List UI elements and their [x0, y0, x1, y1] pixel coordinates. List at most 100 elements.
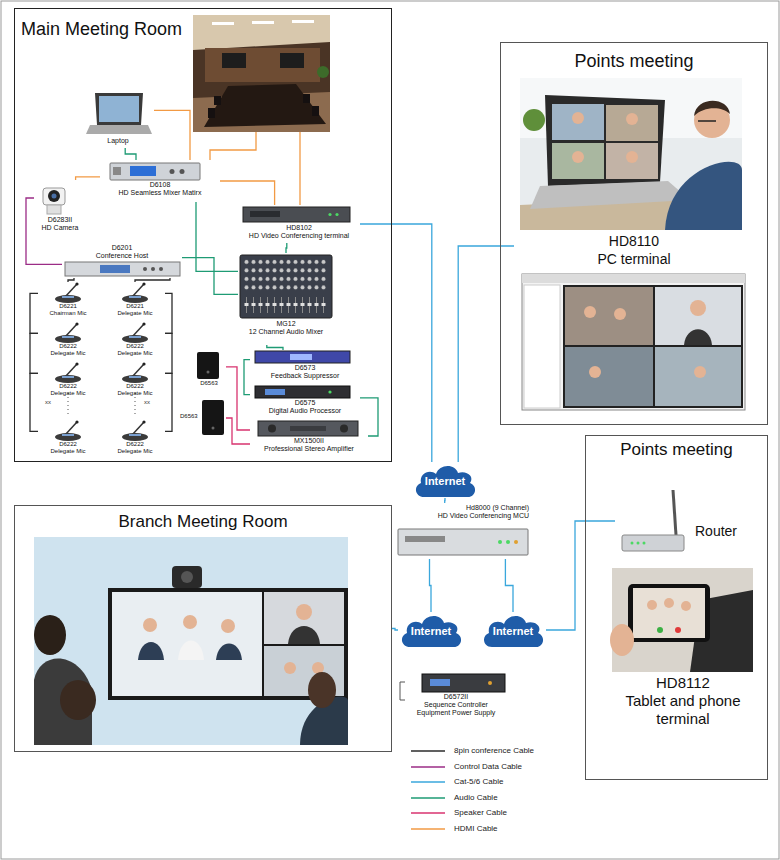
speaker-node: D6563: [180, 398, 226, 438]
audio-mixer-node: MG1212 Channel Audio Mixer: [238, 253, 334, 345]
cloud-label: Internet: [425, 475, 465, 488]
mcu-device-part: [498, 540, 502, 544]
audio-mixer-device: [240, 255, 332, 318]
speaker-icons-part: [212, 427, 215, 430]
label-group: Points meeting: [501, 51, 767, 72]
video-terminal-device-part: [328, 213, 331, 216]
cable-line: [30, 293, 38, 333]
conference-host-device-part: [143, 267, 147, 271]
room-photo-part: [208, 108, 215, 118]
sequence-controller-device-part: [488, 681, 492, 685]
pc-call-photo-part: [665, 162, 742, 230]
branch-room-picture-part: [34, 615, 66, 655]
device-label: D6221: [59, 303, 77, 310]
mcu-node: Hd8000 (9 Channel)HD Video Conferencing …: [395, 503, 533, 559]
label-group: D6222Delegate Mic: [105, 383, 165, 397]
cable-line: [546, 521, 615, 630]
device-label: Delegate Mic: [117, 448, 152, 455]
device-label: D6572II: [444, 693, 469, 701]
cable-line: [154, 110, 190, 160]
legend-line: [410, 763, 446, 771]
speaker-icons-part: [207, 371, 210, 374]
room-photo-part: [317, 66, 329, 78]
microphone-icons-part: [55, 282, 81, 303]
video-terminal-device-part: [243, 207, 350, 222]
audio-mixer-device-part: [240, 255, 332, 318]
room-photo-part: [193, 15, 330, 50]
internet-cloud: Internet: [480, 612, 546, 648]
audio-processor-device: [255, 386, 350, 398]
branch-room-picture-part: [284, 662, 296, 674]
cable-line: [226, 367, 250, 430]
label-group: MX1500IIProfessional Stereo Amplifier: [250, 437, 368, 453]
device-label: Conference Host: [96, 252, 149, 260]
video-terminal-node: HD8102HD Video Conferencing terminal: [238, 205, 360, 243]
pc-software-screenshot-part: [614, 308, 626, 320]
pc-software-screenshot-part: [565, 287, 653, 345]
camera-device: [43, 188, 65, 214]
branch-room-picture-part: [288, 626, 320, 644]
cable-line: [458, 246, 514, 462]
pc-call-photo-part: [572, 151, 584, 163]
amplifier-device: [258, 421, 358, 436]
branch-room-picture-part: [216, 644, 242, 661]
branch-room-picture-part: [138, 642, 164, 660]
amplifier-device-part: [340, 425, 348, 433]
label-group: Router: [695, 523, 753, 540]
pc-call-photo: [520, 78, 742, 230]
mcu-device-part: [398, 529, 528, 555]
pc-software-screenshot-part: [694, 366, 706, 378]
laptop-icon-part: [86, 125, 152, 134]
legend-line: [411, 812, 445, 814]
branch-room-picture-part: [308, 672, 336, 708]
device-label: Feedback Suppressor: [271, 372, 339, 380]
legend-line: [410, 825, 446, 833]
room-photo-part: [204, 84, 326, 127]
pc-call-photo-part: [552, 104, 604, 140]
feedback-suppressor-device: [255, 351, 350, 363]
label-group: Main Meeting Room: [21, 19, 241, 40]
device-label: Delegate Mic: [50, 448, 85, 455]
microphone-icons-part: [55, 420, 81, 441]
microphone-icons-part: [135, 393, 136, 416]
pc-call-photo-part: [552, 143, 604, 179]
laptop-icon: [86, 93, 152, 134]
amplifier-node: MX1500IIProfessional Stereo Amplifier: [250, 420, 368, 460]
cloud-label: Internet: [411, 625, 451, 638]
cable-line: [30, 333, 38, 373]
pc-software-screenshot-part: [563, 285, 743, 408]
label-group: MG1212 Channel Audio Mixer: [238, 320, 334, 336]
internet-cloud: Internet: [412, 462, 478, 498]
branch-room-picture-part: [178, 641, 204, 661]
pc-software-screenshot-part: [522, 274, 745, 283]
device-label: D6563: [180, 413, 198, 420]
room-photo: [193, 15, 330, 132]
branch-room-picture-part: [221, 619, 235, 633]
legend-text: Audio Cable: [454, 793, 498, 803]
device-label: D6575: [295, 399, 316, 407]
hdmi-wire-part: [299, 132, 300, 205]
label-group: Internet: [480, 625, 546, 638]
label-group: HD8102HD Video Conferencing terminal: [238, 224, 360, 240]
label-group: D6563: [192, 380, 226, 387]
microphone-icons-part: [122, 362, 148, 383]
pc-software-screenshot-part: [690, 300, 706, 316]
annotation: xx: [144, 399, 150, 406]
room-photo-part: [292, 20, 314, 23]
video-terminal-device: [243, 207, 350, 222]
device-label: Delegate Mic: [117, 390, 152, 397]
device-label: PC terminal: [597, 250, 670, 268]
label-group: D6222Delegate Mic: [105, 441, 165, 455]
cable-line: [360, 224, 432, 462]
label-group: D6573Feedback Suppressor: [250, 364, 360, 380]
microphone-icons-part: [55, 362, 81, 383]
room-panel: Points meetingHD8110PC terminal: [500, 42, 768, 425]
label-group: HD8112Tablet and phone terminal: [606, 674, 760, 728]
device-label: Router: [695, 523, 737, 540]
label-group: D6221Delegate Mic: [105, 303, 165, 317]
audio-processor-device-part: [265, 389, 285, 395]
tablet-call-photo-part: [628, 584, 710, 642]
device-label: HD Camera: [42, 224, 79, 232]
router-device-part: [637, 542, 640, 545]
